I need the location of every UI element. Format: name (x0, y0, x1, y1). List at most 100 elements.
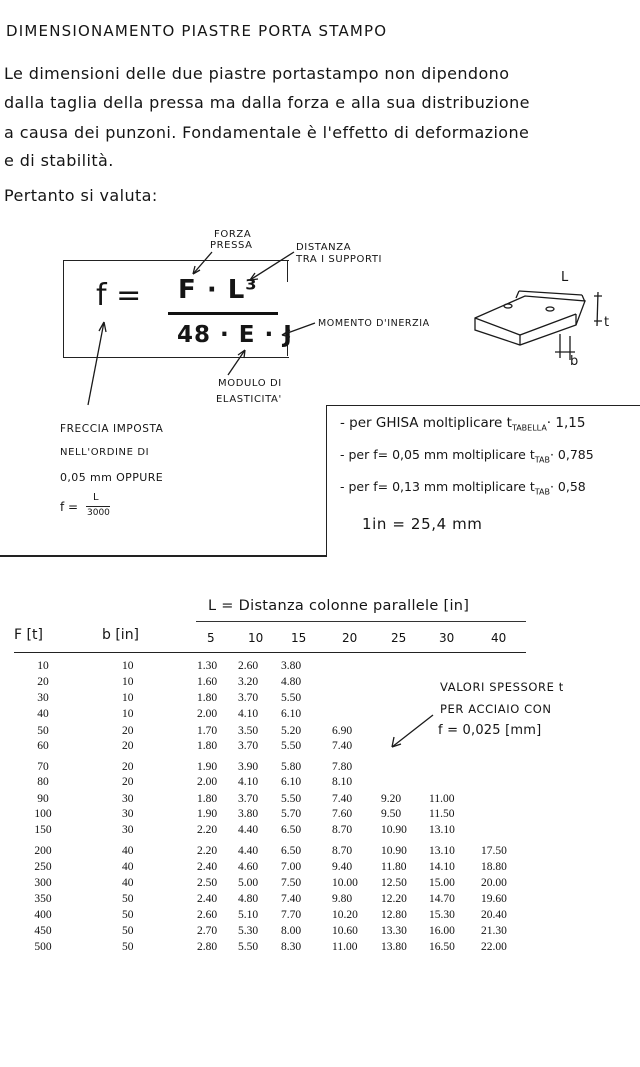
table-cell-value: 19.60 (481, 893, 507, 905)
notes-box (326, 405, 640, 556)
table-cell-b: 10 (122, 692, 134, 704)
table-cell-value: 7.50 (281, 877, 302, 889)
table-cell-value: 9.50 (381, 808, 402, 820)
table-cell-value: 5.30 (238, 925, 259, 937)
table-cell-value: 3.50 (238, 725, 259, 737)
paragraph-line-1: Le dimensioni delle due piastre portasta… (4, 64, 510, 83)
table-cell-value: 3.70 (238, 692, 259, 704)
note-f013: - per f= 0,13 mm moltiplicare tTAB· 0,58 (340, 479, 586, 497)
formula-box (63, 260, 289, 358)
label-modulo-2: ELASTICITA' (216, 394, 282, 405)
table-cell-value: 3.80 (238, 808, 259, 820)
table-cell-value: 8.00 (281, 925, 302, 937)
table-cell-value: 4.80 (281, 676, 302, 688)
table-cell-value: 18.80 (481, 861, 507, 873)
forza-arrow (192, 251, 213, 275)
table-cell-value: 11.00 (429, 793, 455, 805)
table-cell-F: 500 (34, 941, 52, 953)
table-cell-value: 7.60 (332, 808, 353, 820)
table-cell-value: 3.20 (238, 676, 259, 688)
table-cell-value: 22.00 (481, 941, 507, 953)
table-super-header: L = Distanza colonne parallele [in] (208, 598, 470, 614)
table-cell-value: 16.50 (429, 941, 455, 953)
table-cell-value: 7.40 (332, 793, 353, 805)
table-cell-F: 80 (37, 776, 49, 788)
table-cell-b: 30 (122, 808, 134, 820)
table-cell-F: 50 (37, 725, 49, 737)
table-cell-value: 9.20 (381, 793, 402, 805)
label-forza-2: PRESSA (210, 240, 253, 251)
table-cell-value: 1.90 (197, 761, 218, 773)
table-cell-value: 5.50 (281, 692, 302, 704)
annotation-arrow (391, 714, 434, 748)
table-cell-value: 20.00 (481, 877, 507, 889)
table-cell-b: 10 (122, 676, 134, 688)
table-cell-F: 200 (34, 845, 52, 857)
table-cell-F: 400 (34, 909, 52, 921)
table-cell-value: 21.30 (481, 925, 507, 937)
table-cell-b: 10 (122, 708, 134, 720)
table-cell-F: 350 (34, 893, 52, 905)
table-cell-value: 4.40 (238, 824, 259, 836)
freccia-line-1: FRECCIA IMPOSTA (60, 423, 164, 435)
table-cell-value: 4.10 (238, 708, 259, 720)
table-cell-value: 8.10 (332, 776, 353, 788)
annotation-line-1: VALORI SPESSORE t (440, 680, 564, 694)
L-col-header: 10 (248, 631, 264, 645)
table-cell-value: 2.20 (197, 845, 218, 857)
table-cell-value: 13.80 (381, 941, 407, 953)
table-cell-value: 10.00 (332, 877, 358, 889)
table-cell-value: 10.20 (332, 909, 358, 921)
L-col-header: 30 (439, 631, 455, 645)
table-cell-value: 6.10 (281, 776, 302, 788)
table-cell-F: 30 (37, 692, 49, 704)
freccia-line-2: NELL'ORDINE DI (60, 447, 150, 458)
note-ghisa-sub: TABELLA (511, 423, 547, 433)
table-cell-value: 10.90 (381, 824, 407, 836)
paragraph-line-4: e di stabilità. (4, 151, 114, 170)
L-col-header: 5 (207, 631, 215, 645)
formula-lhs: f = (96, 278, 142, 313)
table-cell-value: 2.20 (197, 824, 218, 836)
table-cell-value: 5.50 (281, 793, 302, 805)
table-cell-value: 3.80 (281, 660, 302, 672)
table-cell-value: 2.00 (197, 776, 218, 788)
table-cell-value: 5.50 (281, 740, 302, 752)
table-cell-value: 13.10 (429, 845, 455, 857)
table-cell-value: 4.10 (238, 776, 259, 788)
note-ghisa: - per GHISA moltiplicare tTABELLA· 1,15 (340, 415, 586, 433)
freccia-formula-num: L (93, 492, 99, 503)
table-cell-F: 10 (37, 660, 49, 672)
table-cell-value: 16.00 (429, 925, 455, 937)
L-col-header: 25 (391, 631, 407, 645)
table-cell-value: 2.80 (197, 941, 218, 953)
table-cell-value: 14.70 (429, 893, 455, 905)
plate-label-b: b (570, 354, 579, 369)
label-momento: MOMENTO D'INERZIA (318, 318, 430, 329)
table-cell-value: 5.50 (238, 941, 259, 953)
table-cell-b: 40 (122, 861, 134, 873)
table-cell-value: 8.70 (332, 845, 353, 857)
formula-numerator: F · L³ (178, 275, 258, 305)
table-cell-F: 300 (34, 877, 52, 889)
table-cell-value: 2.60 (197, 909, 218, 921)
table-cell-value: 12.20 (381, 893, 407, 905)
freccia-formula-f: f = (60, 500, 79, 514)
table-cell-b: 20 (122, 725, 134, 737)
table-cell-value: 1.70 (197, 725, 218, 737)
plate-label-t: t (604, 315, 610, 330)
formula-denominator: 48 · E · J (177, 322, 293, 348)
table-cell-F: 20 (37, 676, 49, 688)
table-cell-value: 20.40 (481, 909, 507, 921)
table-cell-F: 450 (34, 925, 52, 937)
table-cell-value: 6.50 (281, 824, 302, 836)
col-F-header: F [t] (14, 627, 43, 643)
table-cell-value: 1.30 (197, 660, 218, 672)
table-cell-value: 7.00 (281, 861, 302, 873)
table-cell-b: 20 (122, 761, 134, 773)
table-cell-value: 2.70 (197, 925, 218, 937)
L-col-header: 15 (291, 631, 307, 645)
table-cell-b: 20 (122, 740, 134, 752)
table-cell-value: 1.80 (197, 692, 218, 704)
